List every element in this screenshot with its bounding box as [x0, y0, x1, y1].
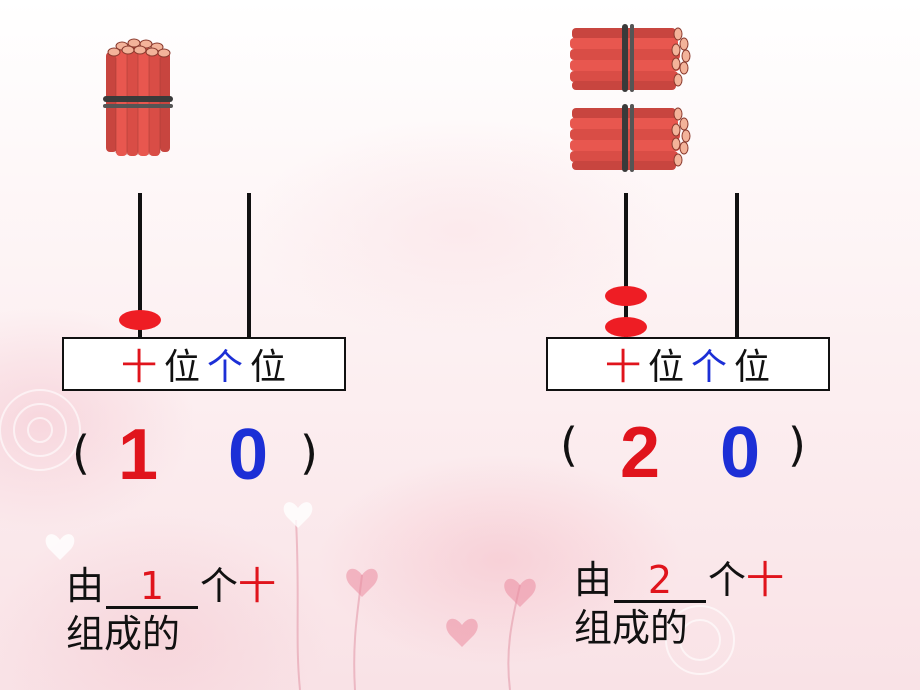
tens-bead-right-2	[605, 317, 647, 337]
tens-digit-right: 2	[620, 413, 661, 493]
ones-rod-right	[735, 193, 739, 338]
tens-rod-left	[138, 193, 142, 338]
tens-place-label: 十	[120, 347, 158, 388]
ones-digit-left: 0	[228, 415, 269, 495]
stick-bundle-upright	[103, 38, 173, 156]
answer-blank-left: 1	[106, 566, 199, 609]
sentence-prefix: 由	[66, 564, 105, 608]
place-word: 位	[163, 347, 201, 388]
tens-digit-left: 1	[118, 415, 159, 495]
sentence-line-2: 组成的	[66, 612, 181, 656]
sentence-unit: 个	[708, 558, 747, 602]
stick-bundle-horizontal-2	[570, 104, 691, 172]
answer-blank-right: 2	[614, 560, 707, 603]
tens-rod-right	[624, 193, 628, 338]
sentence-unit: 个	[200, 564, 239, 608]
sentence-line-2: 组成的	[574, 606, 689, 650]
sentence-ten: 十	[238, 564, 277, 608]
tens-bead-right-1	[605, 286, 647, 306]
ones-rod-left	[247, 193, 251, 338]
place-word: 位	[734, 347, 772, 388]
paren-open-left: (	[72, 426, 90, 480]
stick-bundle-horizontal-1	[570, 24, 691, 92]
ones-place-label: 个	[691, 347, 729, 388]
sentence-prefix: 由	[574, 558, 613, 602]
place-value-box-right: 十 位 个 位	[546, 337, 830, 391]
place-value-box-left: 十 位 个 位	[62, 337, 346, 391]
sentence-ten: 十	[746, 558, 785, 602]
paren-open-right: (	[560, 418, 578, 472]
tens-place-label: 十	[604, 347, 642, 388]
ones-digit-right: 0	[720, 413, 761, 493]
place-word: 位	[647, 347, 685, 388]
tens-bead-left	[119, 310, 161, 330]
paren-close-right: )	[788, 418, 806, 472]
paren-close-left: )	[300, 426, 318, 480]
ones-place-label: 个	[207, 347, 245, 388]
place-word: 位	[250, 347, 288, 388]
